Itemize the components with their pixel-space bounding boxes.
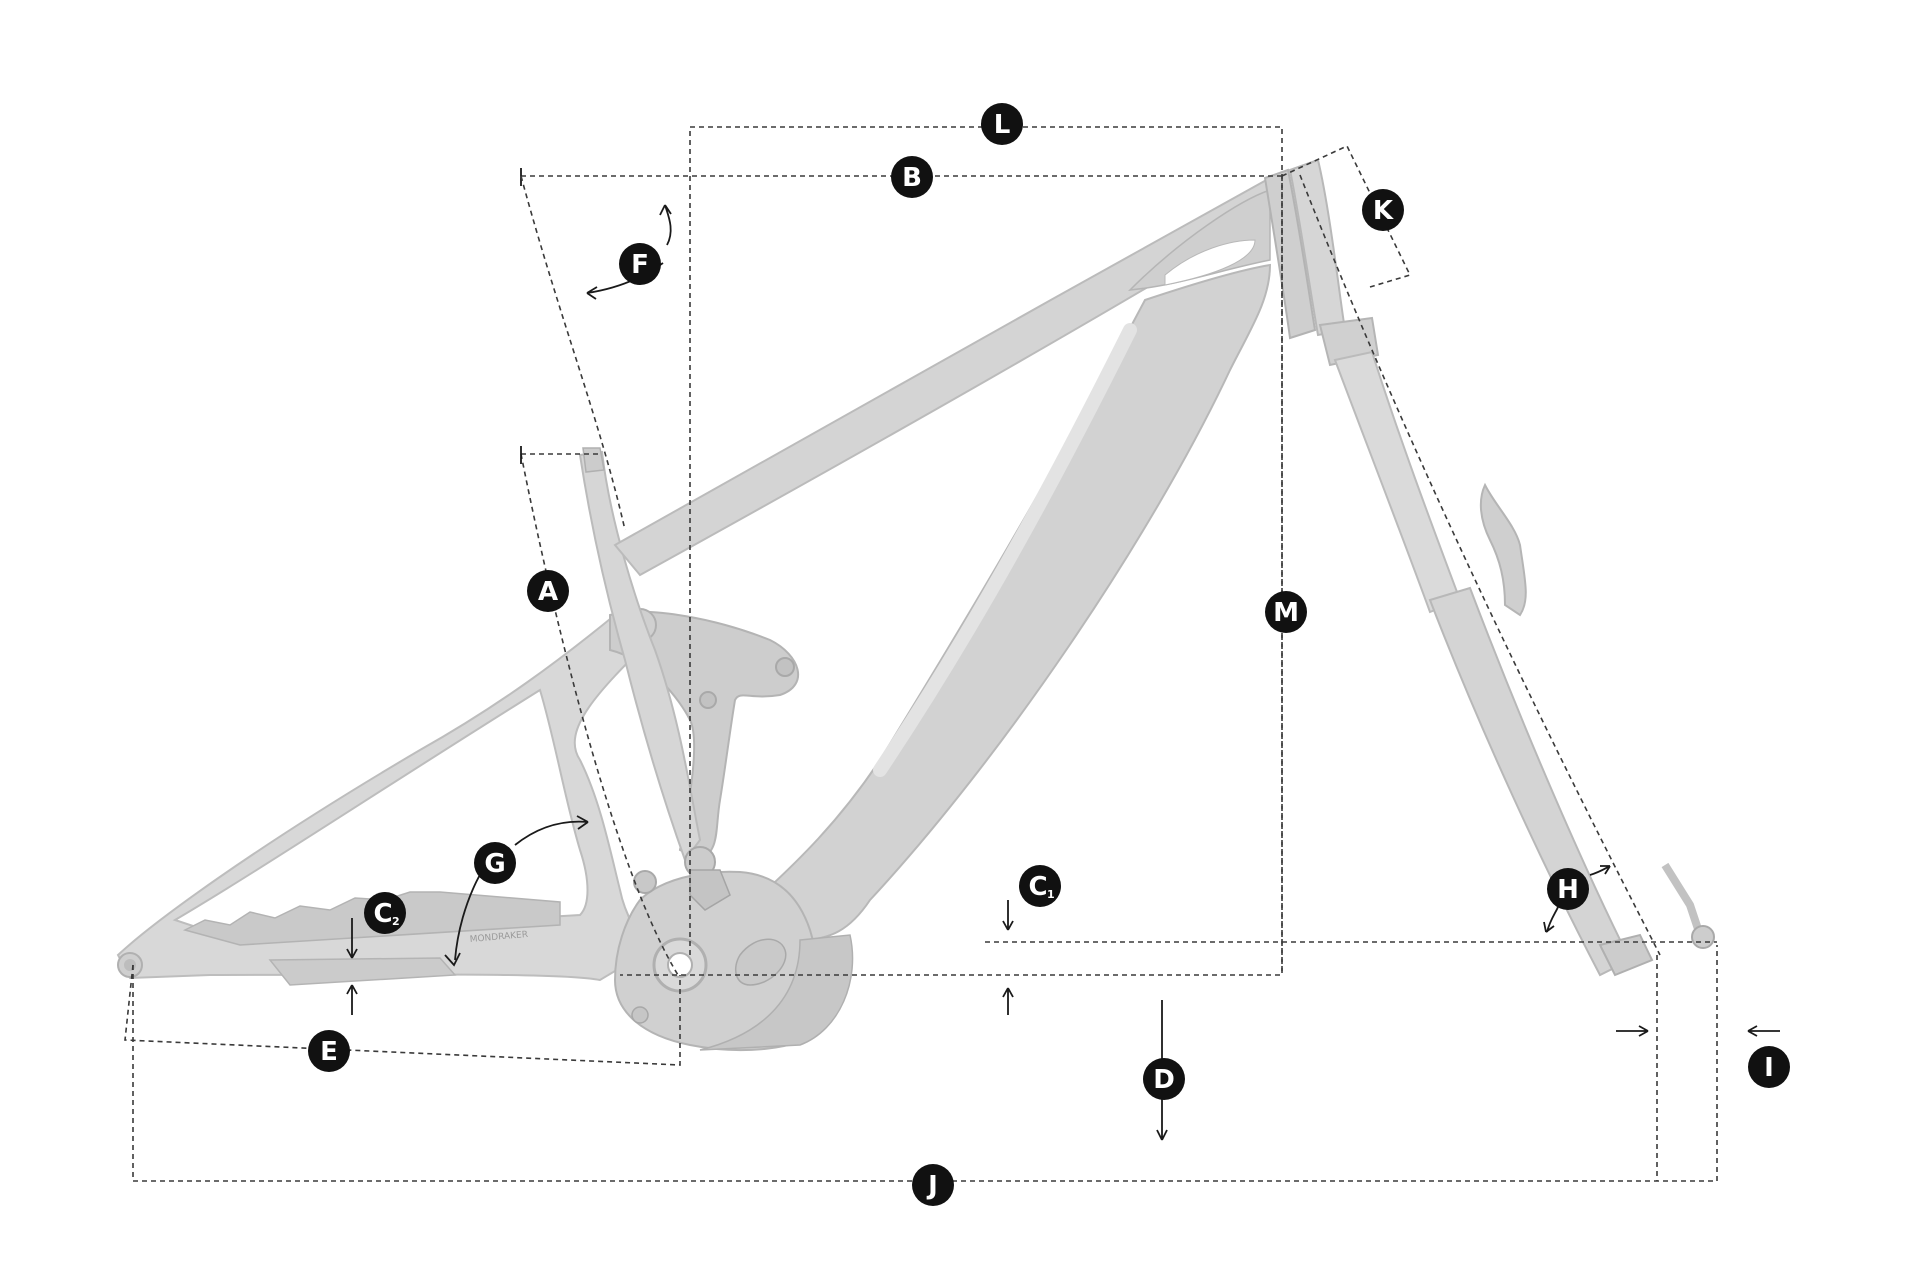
marker-letter: G: [484, 849, 505, 879]
marker-letter: F: [631, 250, 649, 280]
marker-circle: [981, 103, 1023, 145]
fork-axis: [1299, 174, 1661, 956]
fork-dropout: [1598, 933, 1654, 977]
marker-circle: [1748, 1046, 1790, 1088]
marker-circle: [1143, 1058, 1185, 1100]
arrow-C2-up: [346, 984, 358, 1015]
marker-letter: L: [994, 110, 1011, 140]
rocker-bolt: [775, 657, 795, 677]
motor-skid: [699, 934, 854, 1051]
seat-tube: [578, 450, 702, 863]
arrow-C1-up: [1002, 987, 1014, 1015]
arrow-C2-down: [346, 918, 358, 959]
marker-L: L: [981, 103, 1023, 145]
marker-circle: [891, 156, 933, 198]
motor-bolt: [631, 1006, 649, 1024]
bottom-bracket-hole: [667, 952, 693, 978]
marker-D: D: [1143, 1058, 1185, 1100]
head-tube: [1263, 168, 1317, 340]
marker-M: M: [1265, 591, 1307, 633]
marker-G: G: [474, 842, 516, 884]
marker-letter: E: [320, 1037, 338, 1067]
marker-letter: I: [1764, 1053, 1774, 1083]
marker-C1: C 1: [1019, 865, 1061, 907]
arrow-G-upper: [514, 815, 589, 846]
fork-arch: [1479, 482, 1527, 617]
marker-C2: C 2: [364, 892, 406, 934]
front-axle: [1691, 925, 1715, 949]
marker-letter: J: [926, 1171, 938, 1201]
rear-axle-hole: [124, 959, 136, 971]
marker-I: I: [1748, 1046, 1790, 1088]
dimension-A: [520, 175, 626, 531]
marker-letter: A: [538, 577, 558, 607]
marker-letter: K: [1373, 196, 1394, 226]
marker-circle: [527, 570, 569, 612]
marker-letter: C: [373, 899, 392, 929]
marker-circle: [364, 892, 406, 934]
marker-letter: M: [1273, 598, 1299, 628]
fork-brake-mount: [1661, 862, 1704, 937]
marker-subscript: 2: [392, 915, 400, 928]
marker-J: J: [912, 1164, 954, 1206]
seat-collar: [582, 447, 605, 473]
marker-K: K: [1362, 189, 1404, 231]
marker-letter: C: [1028, 872, 1047, 902]
marker-letter: B: [902, 163, 922, 193]
fork-lower: [1428, 586, 1632, 977]
marker-circle: [474, 842, 516, 884]
gusset-hole: [1164, 239, 1256, 286]
arrow-I-left: [1616, 1025, 1649, 1037]
down-tube-highlight: [873, 323, 1137, 777]
arrow-H-lower: [1543, 906, 1559, 933]
dimension-A-length: [520, 453, 679, 976]
dimension-E: [124, 964, 681, 1066]
marker-subscript: 1: [1047, 888, 1055, 901]
chainstay-plate: [268, 957, 457, 986]
marker-B: B: [891, 156, 933, 198]
marker-circle: [1362, 189, 1404, 231]
rocker-bolt-2: [699, 691, 717, 709]
marker-letter: D: [1153, 1065, 1175, 1095]
motor-port: [734, 938, 787, 986]
bike-frame-illustration: MONDRAKER: [116, 158, 1715, 1051]
fork-stanchion: [1333, 350, 1462, 614]
marker-circle: [912, 1164, 954, 1206]
marker-letter: H: [1557, 875, 1579, 905]
marker-F: F: [619, 243, 661, 285]
marker-circle: [619, 243, 661, 285]
marker-A: A: [527, 570, 569, 612]
arrow-H-upper: [1589, 865, 1611, 876]
dimension-K: [1281, 144, 1412, 288]
arrow-I-right: [1747, 1025, 1780, 1037]
marker-circle: [1019, 865, 1061, 907]
marker-H: H: [1547, 868, 1589, 910]
marker-circle: [1547, 868, 1589, 910]
marker-circle: [1265, 591, 1307, 633]
dimension-L: [689, 126, 1283, 975]
arrow-C1-down: [1002, 900, 1014, 931]
arrow-F-upper: [659, 204, 672, 246]
marker-circle: [308, 1030, 350, 1072]
marker-E: E: [308, 1030, 350, 1072]
